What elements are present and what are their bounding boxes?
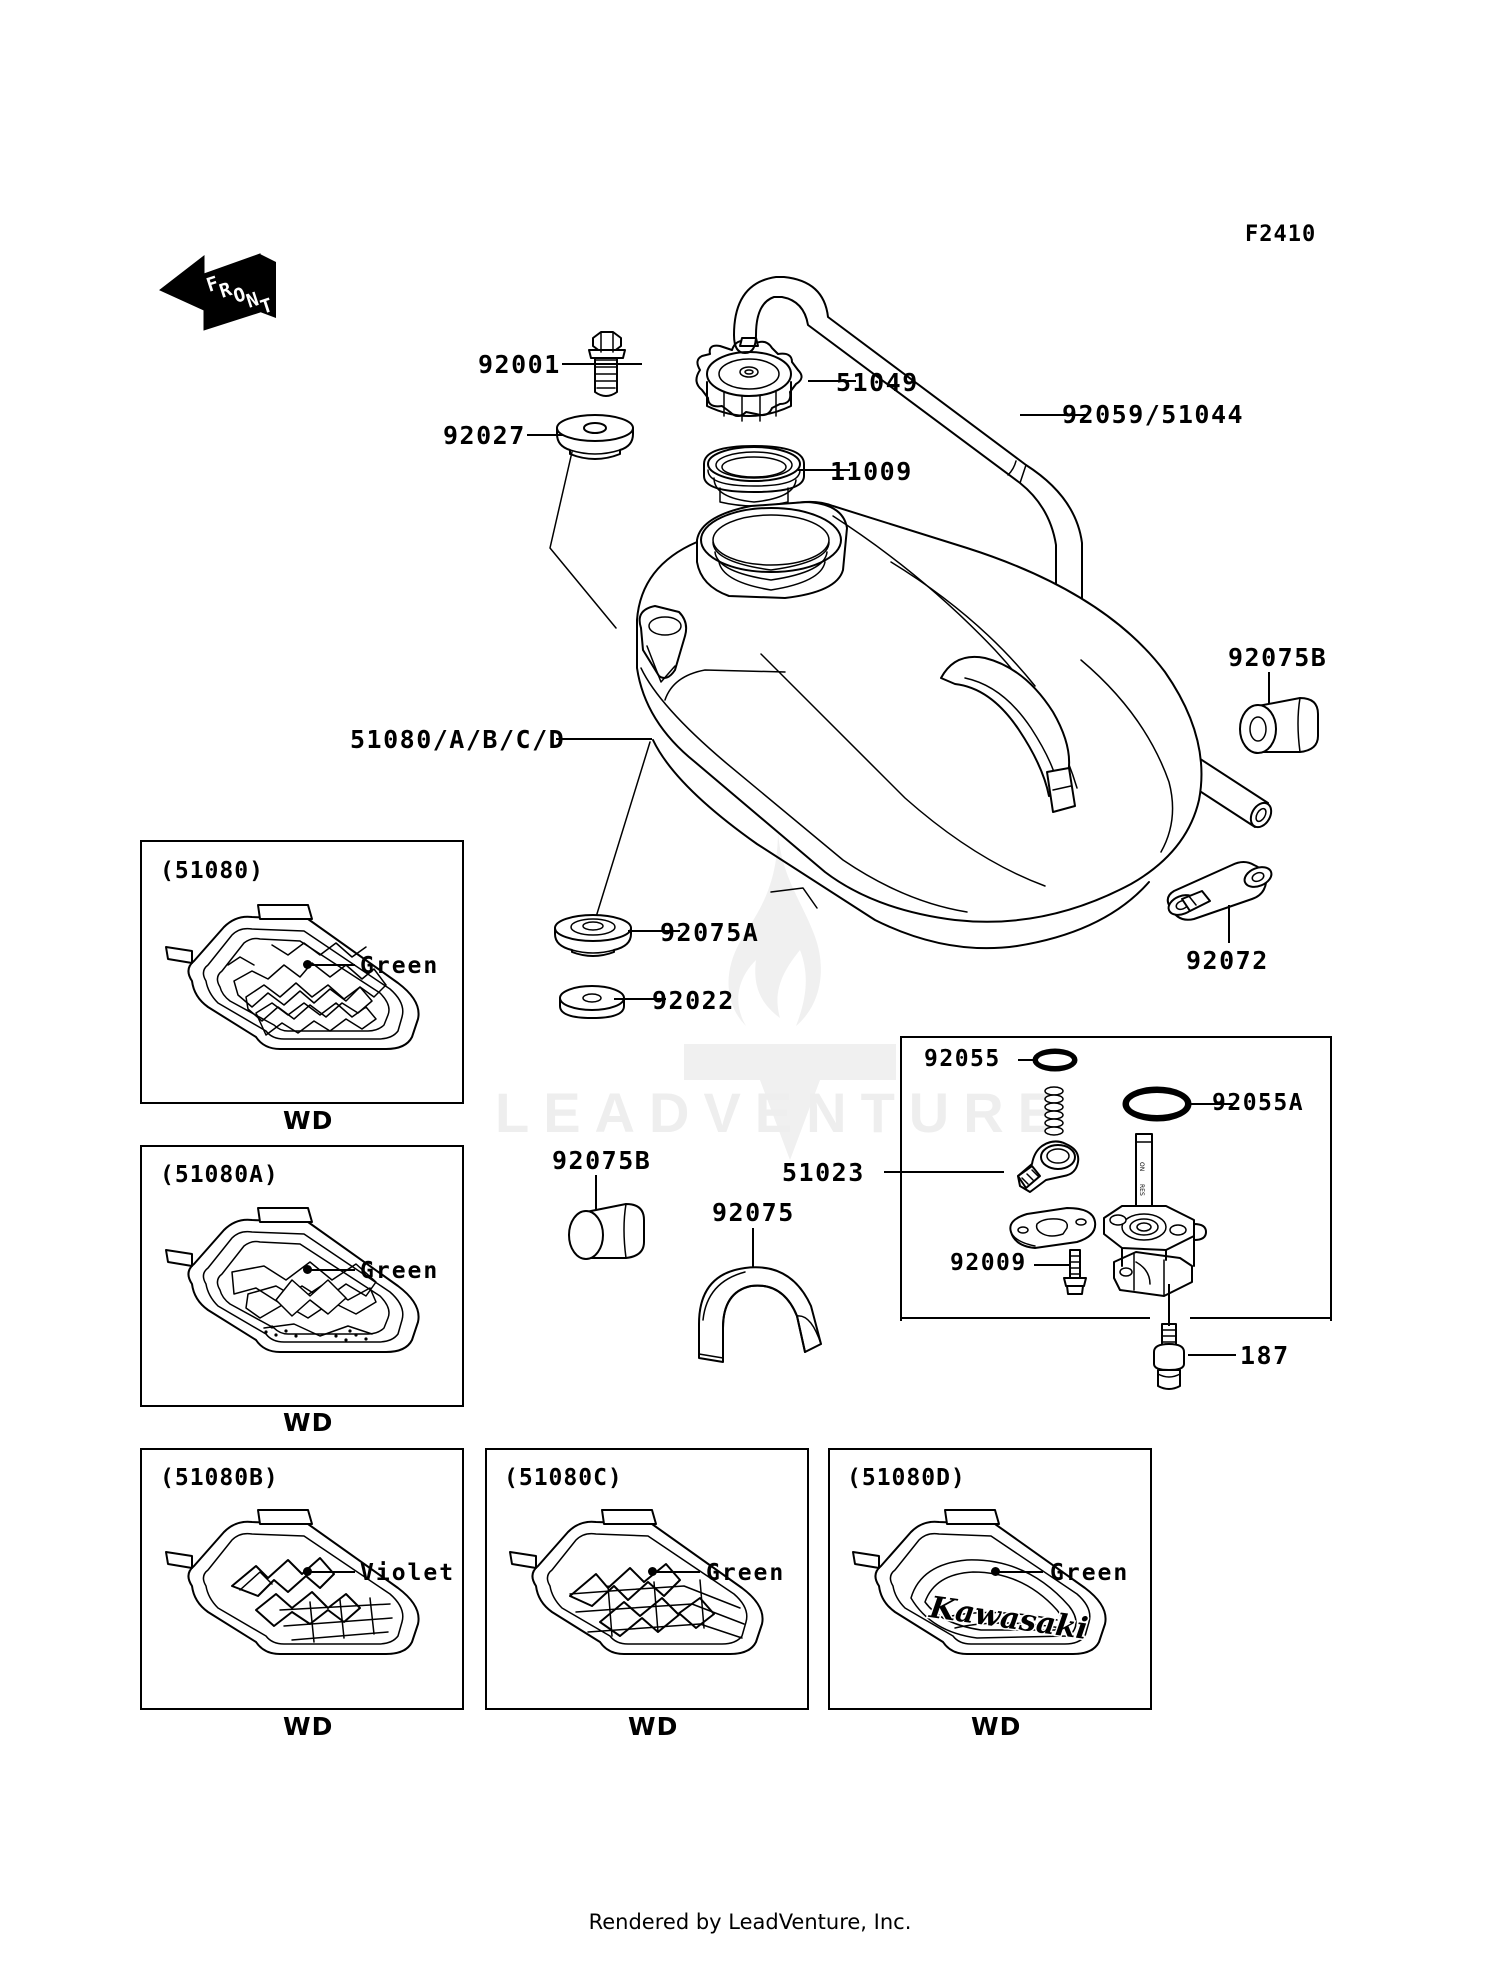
decal-box-51080C-id: (51080C) xyxy=(504,1465,623,1491)
part-valve-lever xyxy=(1010,1138,1090,1200)
leadventure-flame-watermark xyxy=(660,830,920,1160)
leader-51080-set xyxy=(556,738,652,740)
decal-box-51080C xyxy=(485,1448,809,1710)
decal-51080C-caption: WD xyxy=(628,1712,679,1741)
decal-51080B-caption: WD xyxy=(283,1712,334,1741)
callout-92055: 92055 xyxy=(924,1046,1001,1072)
decal-51080B-color: Violet xyxy=(360,1560,456,1586)
decal-art-51080B xyxy=(160,1490,450,1690)
leader-92022 xyxy=(614,998,666,1000)
leader-dot-51080A xyxy=(303,1265,312,1274)
leader-187 xyxy=(1188,1354,1236,1356)
part-screw-92009 xyxy=(1058,1248,1092,1298)
leadventure-text-watermark: LEADVENTURE xyxy=(495,1081,1070,1144)
callout-92075B-top: 92075B xyxy=(1228,643,1328,672)
leader-51023 xyxy=(884,1171,1004,1173)
leader-dot-51080D xyxy=(991,1567,1000,1576)
svg-text:ON: ON xyxy=(1138,1162,1145,1171)
leader-decal-51080B-color xyxy=(307,1571,355,1573)
leader-92075B-mid xyxy=(595,1175,597,1211)
decal-51080D-caption: WD xyxy=(971,1712,1022,1741)
decal-box-51080B xyxy=(140,1448,464,1710)
front-direction-marker: F R O N T xyxy=(159,248,280,338)
callout-92059-51044: 92059/51044 xyxy=(1062,400,1245,429)
part-oring-92055A xyxy=(1120,1082,1194,1126)
decal-art-51080A xyxy=(160,1188,450,1388)
leader-92055A xyxy=(1190,1103,1234,1105)
decal-51080A-caption: WD xyxy=(283,1408,334,1437)
decal-box-51080B-id: (51080B) xyxy=(160,1465,279,1491)
decal-art-51080 xyxy=(160,885,450,1085)
leader-92001 xyxy=(562,363,642,365)
decal-art-51080C xyxy=(504,1490,794,1690)
leader-92075A xyxy=(628,930,680,932)
callout-92055A: 92055A xyxy=(1212,1090,1305,1116)
leader-51049 xyxy=(808,380,856,382)
callout-187: 187 xyxy=(1240,1341,1290,1370)
leader-decal-51080D-color xyxy=(995,1571,1043,1573)
leader-92072 xyxy=(1228,905,1230,943)
decal-box-51080A-id: (51080A) xyxy=(160,1162,279,1188)
part-damper-92075B-top xyxy=(1238,692,1330,764)
part-damper-92075B-mid xyxy=(568,1198,658,1270)
leader-dot-51080B xyxy=(303,1567,312,1576)
callout-92027: 92027 xyxy=(443,421,526,450)
valve-box-bottom-right xyxy=(1190,1317,1330,1319)
diagram-code: F2410 xyxy=(1245,222,1317,247)
valve-box-bottom-left xyxy=(900,1317,1150,1319)
part-oring-92055 xyxy=(1030,1044,1080,1076)
part-grommet-92075A xyxy=(550,912,636,966)
decal-box-51080-id: (51080) xyxy=(160,858,264,884)
decal-box-51080 xyxy=(140,840,464,1104)
callout-92075B-mid: 92075B xyxy=(552,1146,652,1175)
decal-51080D-color: Green xyxy=(1050,1560,1130,1586)
part-damper-92075 xyxy=(693,1258,843,1368)
part-band-92072 xyxy=(1160,855,1290,925)
leader-decal-51080-color xyxy=(307,964,355,966)
callout-92009: 92009 xyxy=(950,1250,1027,1276)
leader-187-stem xyxy=(1168,1284,1170,1326)
decal-51080C-color: Green xyxy=(706,1560,786,1586)
leader-dot-51080 xyxy=(303,960,312,969)
decal-box-51080A xyxy=(140,1145,464,1407)
leader-92059-51044 xyxy=(1020,414,1086,416)
part-fuel-tank-body xyxy=(636,500,1203,950)
leader-dot-51080C xyxy=(648,1567,657,1576)
decal-51080-caption: WD xyxy=(283,1106,334,1135)
decal-art-51080D xyxy=(847,1490,1137,1690)
leader-decal-51080C-color xyxy=(652,1571,700,1573)
callout-11009: 11009 xyxy=(830,457,913,486)
callout-92022: 92022 xyxy=(652,986,735,1015)
leader-92075B-top xyxy=(1268,672,1270,708)
callout-51023: 51023 xyxy=(782,1158,865,1187)
leader-92009 xyxy=(1034,1264,1078,1266)
decal-51080A-color: Green xyxy=(360,1258,440,1284)
part-bolt-187 xyxy=(1148,1322,1190,1392)
part-collar-92027 xyxy=(550,410,640,470)
leader-decal-51080A-color xyxy=(307,1269,355,1271)
callout-92075: 92075 xyxy=(712,1198,795,1227)
part-valve-spring xyxy=(1038,1085,1070,1143)
part-gasket-11009 xyxy=(700,440,810,510)
callout-92001: 92001 xyxy=(478,350,561,379)
callout-92075A: 92075A xyxy=(660,918,760,947)
part-washer-92022 xyxy=(552,982,632,1026)
part-valve-plate xyxy=(1005,1206,1101,1254)
part-bolt-92001 xyxy=(575,322,635,422)
decal-51080-color: Green xyxy=(360,953,440,979)
leader-92027-to-tank xyxy=(549,451,617,629)
leader-11009 xyxy=(798,469,850,471)
callout-51080-set: 51080/A/B/C/D xyxy=(350,725,566,754)
svg-text:RES: RES xyxy=(1138,1184,1145,1196)
leader-tank-to-92075a xyxy=(591,741,651,931)
decal-box-51080D xyxy=(828,1448,1152,1710)
callout-92072: 92072 xyxy=(1186,946,1269,975)
fuel-valve-assembly-frame xyxy=(900,1036,1332,1321)
leader-92075 xyxy=(752,1228,754,1270)
decal-box-51080D-id: (51080D) xyxy=(847,1465,966,1491)
part-fuelcap-51049 xyxy=(680,330,820,430)
part-fuel-valve-body: ON RES xyxy=(1100,1132,1220,1322)
render-credit-footer: Rendered by LeadVenture, Inc. xyxy=(588,1910,912,1934)
